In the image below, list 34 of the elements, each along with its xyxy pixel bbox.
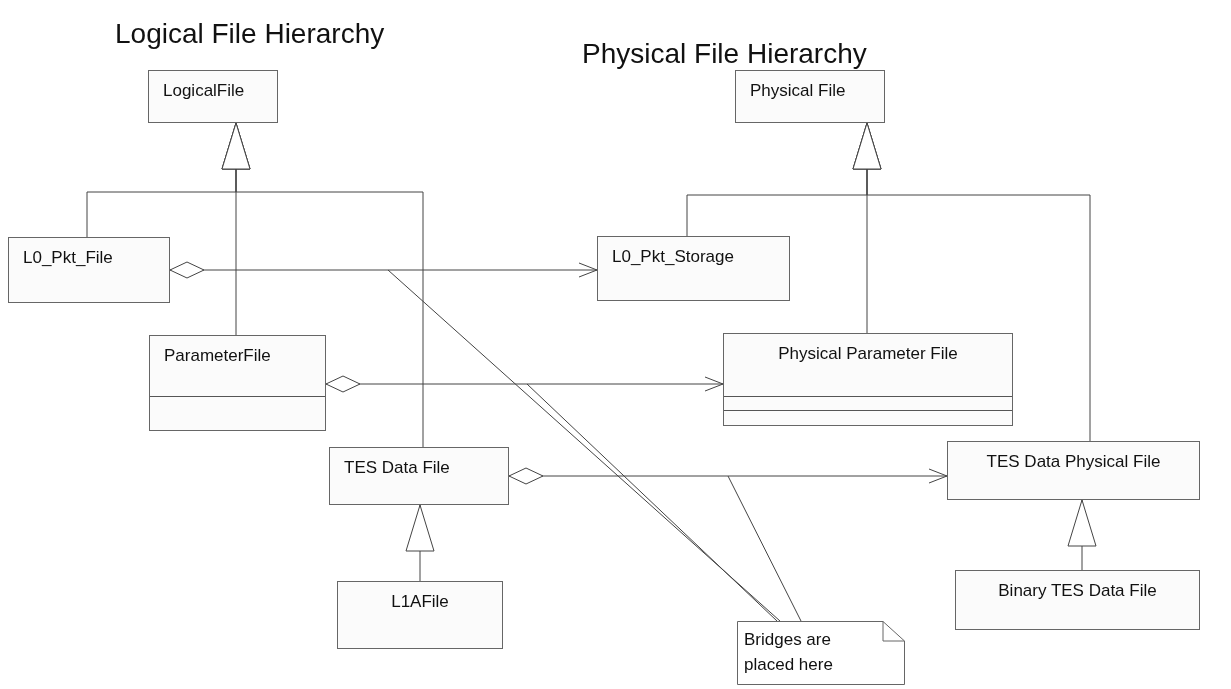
section-heading: Logical File Hierarchy <box>115 18 385 50</box>
note-text: Bridges are placed here <box>744 629 834 676</box>
class-name: L1AFile <box>390 592 450 612</box>
class-name: Physical File <box>750 81 846 101</box>
class-name: TES Data Physical File <box>985 452 1162 472</box>
aggregation-arrow <box>169 261 598 279</box>
inheritance-arrow <box>852 122 1091 442</box>
class-name: TES Data File <box>344 458 450 478</box>
inheritance-arrow <box>221 122 424 448</box>
class-box <box>735 70 885 123</box>
leader-line <box>526 383 778 622</box>
inheritance-arrow <box>1067 499 1097 571</box>
class-name: LogicalFile <box>163 81 245 101</box>
note <box>737 621 905 685</box>
class-box <box>8 237 170 303</box>
inheritance-arrow <box>405 504 435 582</box>
aggregation-arrow <box>508 467 948 485</box>
class-name: Physical Parameter File <box>777 344 959 364</box>
class-box <box>337 581 503 649</box>
class-box <box>723 333 1013 426</box>
leader-line <box>387 269 781 622</box>
class-box <box>149 335 326 431</box>
class-box <box>955 570 1200 630</box>
class-box <box>597 236 790 301</box>
class-box <box>329 447 509 505</box>
class-name: Binary TES Data File <box>997 581 1158 601</box>
class-name: L0_Pkt_Storage <box>612 247 734 267</box>
aggregation-arrow <box>325 375 724 393</box>
class-box <box>947 441 1200 500</box>
class-name: L0_Pkt_File <box>23 248 113 268</box>
class-box <box>148 70 278 123</box>
leader-line <box>727 475 802 622</box>
section-heading: Physical File Hierarchy <box>582 38 867 70</box>
class-name: ParameterFile <box>164 346 271 366</box>
